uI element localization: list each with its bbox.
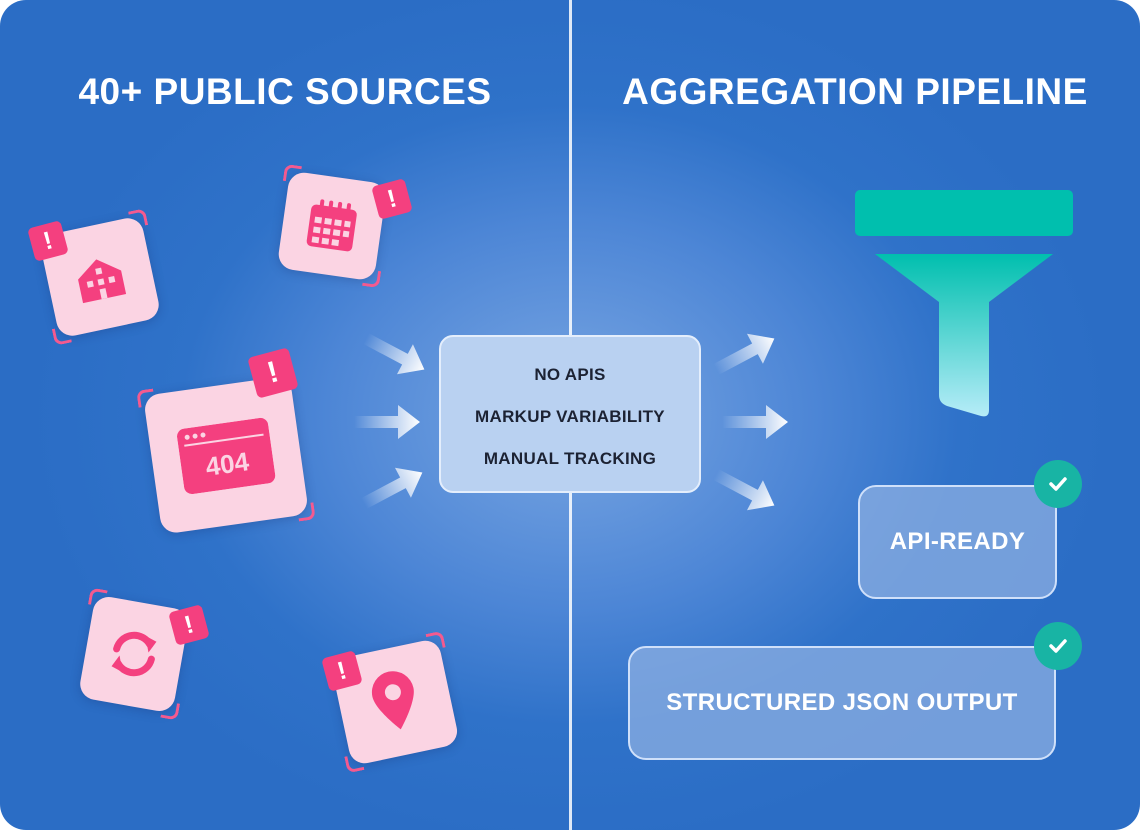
building-icon [78, 259, 127, 304]
check-icon [1034, 622, 1082, 670]
left-heading: 40+ PUBLIC SOURCES [78, 71, 492, 112]
problem-no-apis: NO APIS [534, 365, 606, 384]
source-tile-location [329, 630, 461, 774]
output-structured-json: STRUCTURED JSON OUTPUT [628, 646, 1056, 760]
arrow-icon [363, 333, 425, 375]
location-pin-icon [371, 671, 414, 730]
source-tile-refresh [77, 587, 191, 721]
source-tile-calendar [276, 163, 388, 289]
arrow-icon [361, 467, 423, 509]
source-tile-building [38, 208, 162, 346]
arrow-icon [722, 405, 788, 439]
output-api-ready-label: API-READY [889, 528, 1026, 555]
problems-box: NO APIS MARKUP VARIABILITY MANUAL TRACKI… [439, 335, 701, 493]
browser-404-icon [177, 417, 276, 495]
source-tile-404: 404 [136, 375, 316, 535]
calendar-icon [306, 199, 357, 252]
arrow-icon [713, 469, 775, 511]
problem-manual-tracking: MANUAL TRACKING [483, 449, 657, 468]
output-structured-json-label: STRUCTURED JSON OUTPUT [666, 689, 1018, 716]
check-icon [1034, 460, 1082, 508]
funnel-icon [855, 190, 1073, 417]
arrow-icon [713, 333, 775, 375]
alert-badge-calendar: ! [371, 178, 413, 220]
refresh-icon [111, 631, 157, 677]
output-api-ready: API-READY [858, 485, 1057, 599]
problem-markup-variability: MARKUP VARIABILITY [475, 407, 665, 426]
arrow-icon [354, 405, 420, 439]
alert-badge-refresh: ! [168, 604, 210, 646]
right-heading: AGGREGATION PIPELINE [622, 71, 1088, 112]
